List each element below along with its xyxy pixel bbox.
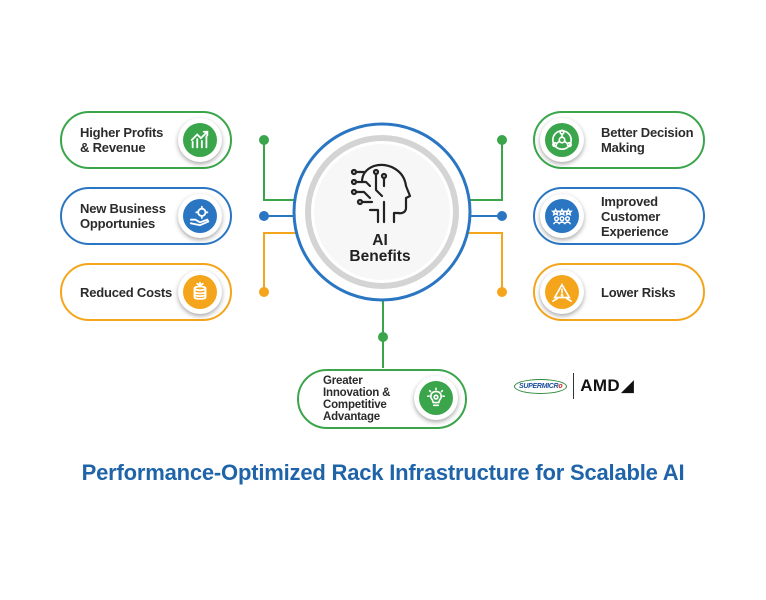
connector-dot-reduced-costs bbox=[259, 287, 269, 297]
amd-logo-text: AMD bbox=[580, 376, 620, 395]
supermicro-logo: SUPERMICRo bbox=[514, 378, 568, 394]
benefit-new-business-line1: New Business bbox=[80, 201, 166, 216]
benefit-reduced-costs-line1: Reduced Costs bbox=[80, 284, 173, 300]
benefit-new-business-label: New Business Opportunies bbox=[80, 201, 166, 231]
hand-gear-badge bbox=[178, 194, 222, 238]
benefit-higher-profits-line2: & Revenue bbox=[80, 140, 146, 155]
growth-chart-badge bbox=[178, 118, 222, 162]
benefit-customer-experience-line3: Experience bbox=[601, 223, 669, 239]
ai-head-circuit-icon bbox=[350, 163, 412, 224]
connector-dot-higher-profits bbox=[259, 135, 269, 145]
connector-lower-risks bbox=[464, 232, 503, 292]
benefit-innovation-line4: Advantage bbox=[323, 411, 380, 423]
benefit-innovation-line3: Competitive bbox=[323, 399, 387, 411]
customer-rating-badge bbox=[540, 194, 584, 238]
benefit-better-decision-line1: Better Decision bbox=[601, 125, 694, 140]
decision-network-icon bbox=[552, 129, 572, 150]
supermicro-logo-mark: o bbox=[558, 382, 563, 390]
customer-rating-icon bbox=[551, 207, 573, 225]
benefit-new-business-line2: Opportunies bbox=[80, 216, 156, 231]
logo-divider bbox=[573, 373, 575, 399]
benefit-higher-profits-label: Higher Profits & Revenue bbox=[80, 125, 163, 155]
benefit-innovation-line2: Innovation & bbox=[323, 387, 391, 399]
benefit-customer-experience-line1: Improved bbox=[601, 193, 658, 209]
hub-face bbox=[314, 144, 450, 280]
page-caption: Performance-Optimized Rack Infrastructur… bbox=[81, 460, 685, 485]
connector-reduced-costs bbox=[263, 232, 300, 292]
connector-dot-lower-risks bbox=[497, 287, 507, 297]
benefit-better-decision-label: Better Decision Making bbox=[601, 125, 694, 155]
hand-gear-icon bbox=[189, 205, 210, 227]
connector-higher-profits bbox=[263, 140, 306, 201]
benefit-lower-risks-label: Lower Risks bbox=[601, 284, 676, 300]
benefit-lower-risks-line1: Lower Risks bbox=[601, 284, 676, 300]
benefit-innovation-line1: Greater bbox=[323, 375, 363, 387]
growth-chart-icon bbox=[190, 130, 209, 149]
lightbulb-badge bbox=[414, 376, 458, 420]
partner-logos: SUPERMICRo AMD◢ bbox=[514, 373, 634, 399]
decision-network-badge bbox=[540, 118, 584, 162]
amd-arrow-icon: ◢ bbox=[620, 376, 635, 395]
benefit-customer-experience-label: Improved Customer Experience bbox=[601, 193, 669, 239]
connector-dot-new-business bbox=[259, 211, 269, 221]
connector-dot-innovation bbox=[378, 332, 388, 342]
amd-logo: AMD◢ bbox=[580, 376, 634, 396]
coin-stack-icon bbox=[193, 281, 207, 300]
supermicro-logo-text: SUPERMICR bbox=[519, 382, 559, 390]
benefit-better-decision-line2: Making bbox=[601, 140, 645, 155]
benefit-higher-profits-line1: Higher Profits bbox=[80, 125, 164, 140]
connector-dot-customer-experience bbox=[497, 211, 507, 221]
hub-title: AI Benefits bbox=[300, 233, 460, 265]
connector-dot-better-decision bbox=[497, 135, 507, 145]
benefit-reduced-costs-label: Reduced Costs bbox=[80, 285, 172, 300]
risk-warning-badge bbox=[540, 270, 584, 314]
benefit-innovation-label: Greater Innovation & Competitive Advanta… bbox=[323, 375, 390, 423]
benefit-customer-experience-line2: Customer bbox=[601, 208, 661, 224]
risk-warning-icon bbox=[552, 283, 572, 302]
connector-better-decision bbox=[458, 140, 503, 201]
hub-title-line2: Benefits bbox=[349, 248, 411, 265]
lightbulb-icon bbox=[426, 387, 446, 407]
hub-title-line1: AI bbox=[372, 232, 388, 249]
coin-stack-badge bbox=[178, 270, 222, 314]
